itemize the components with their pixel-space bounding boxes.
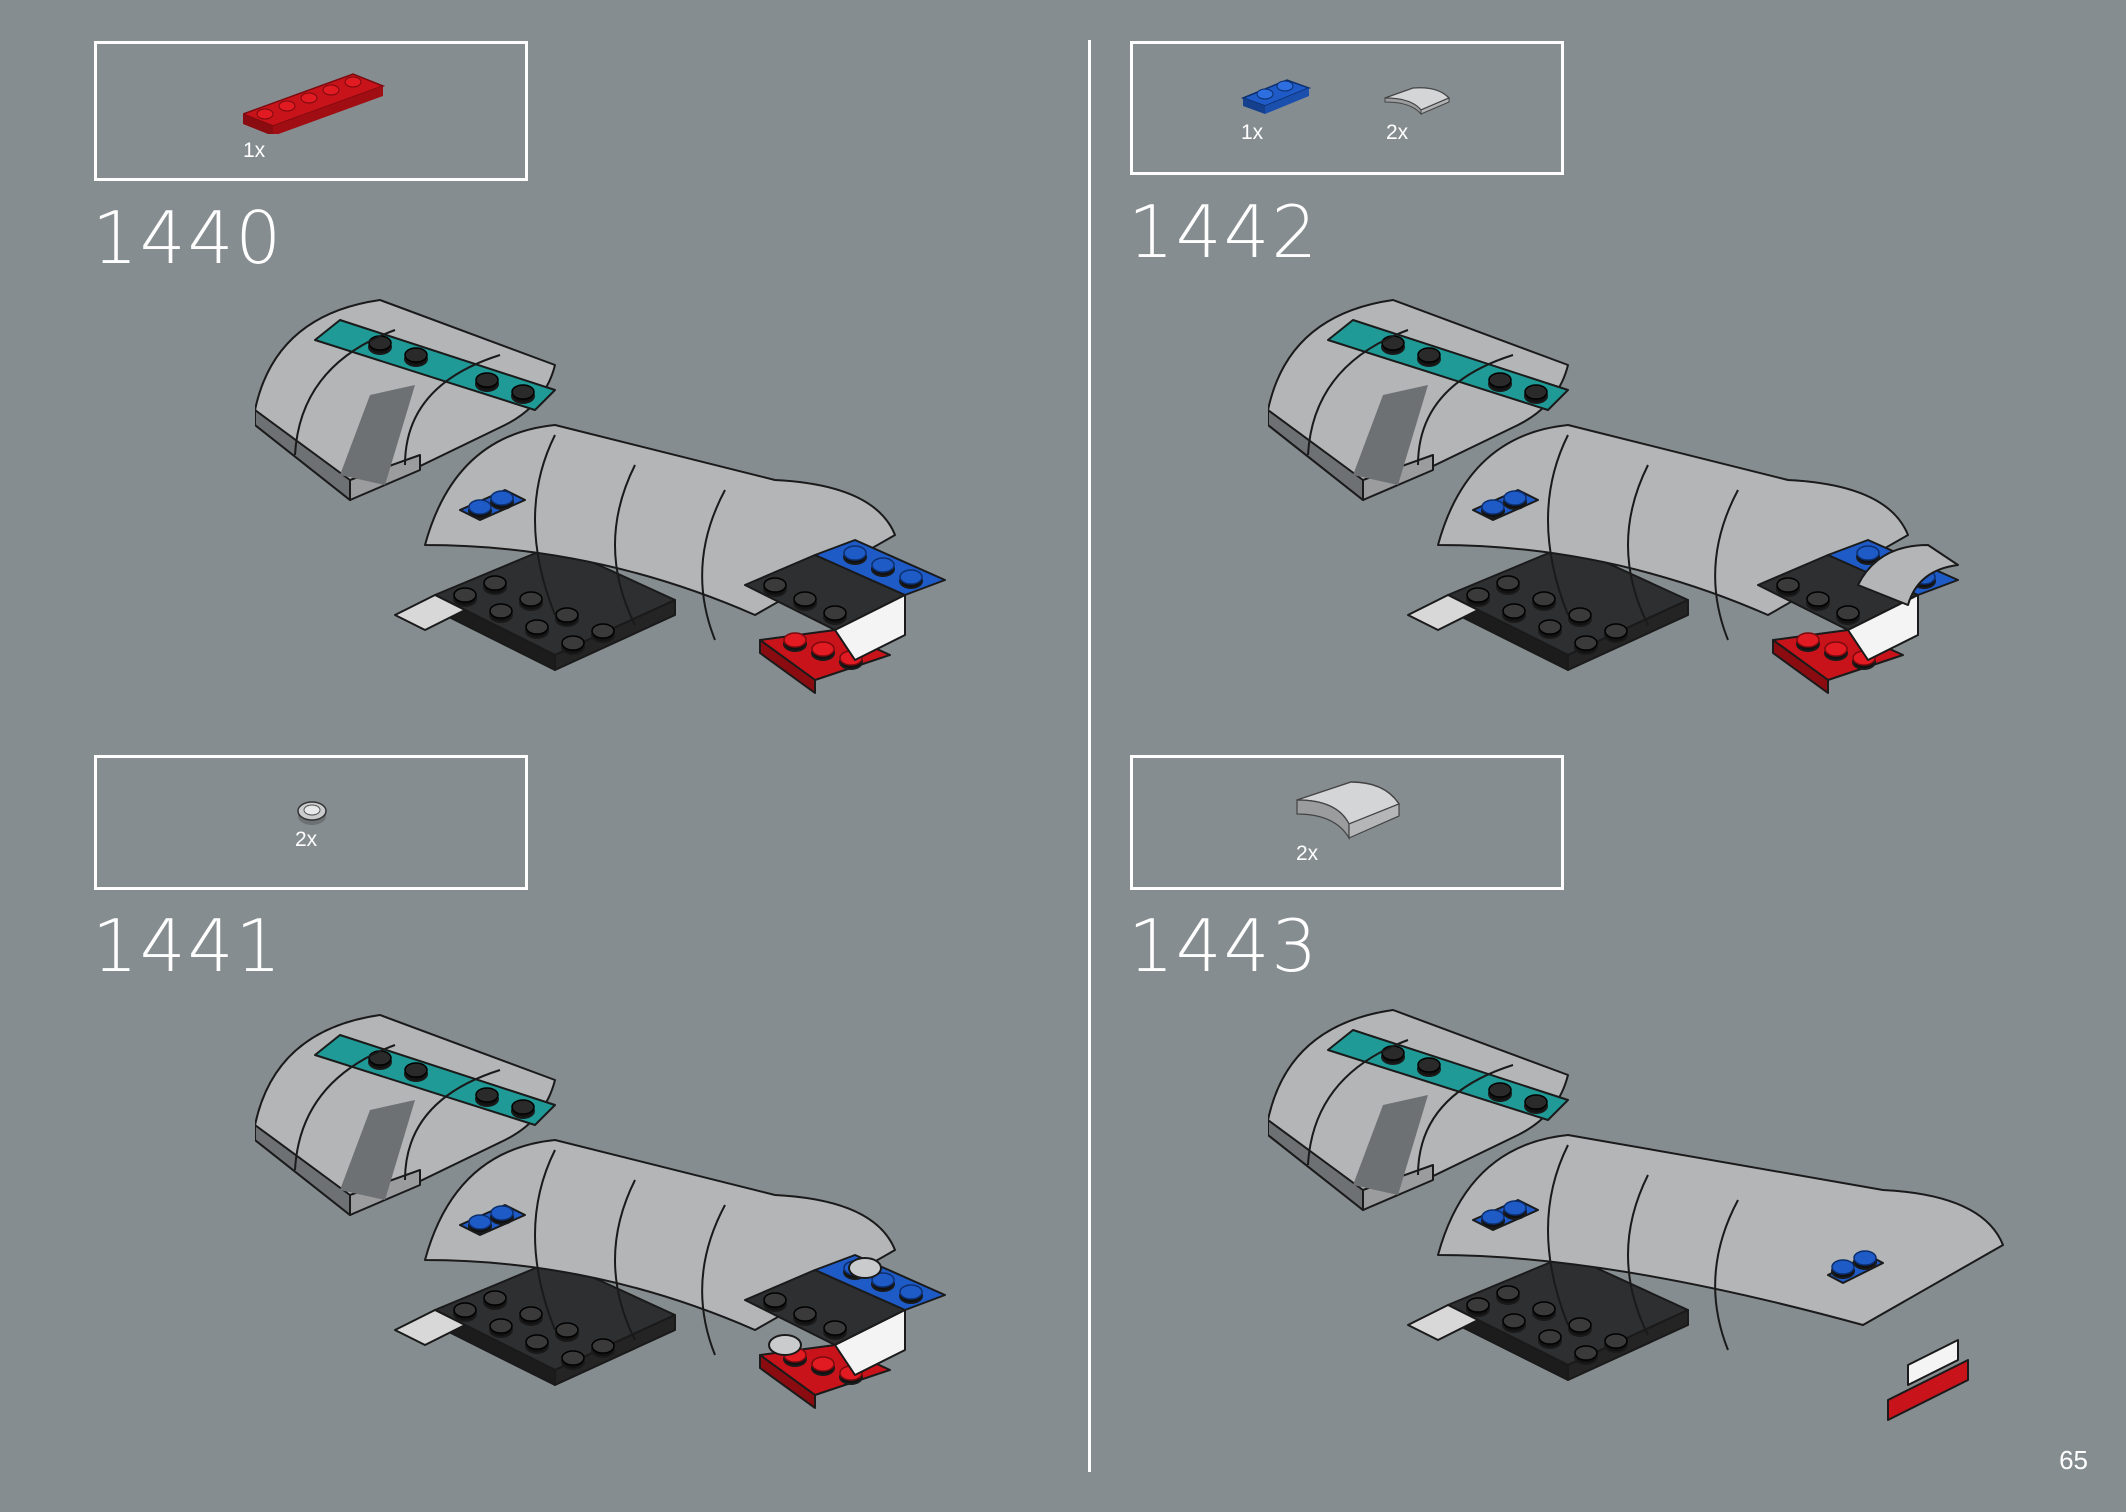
parts-callout-box: 2x bbox=[94, 755, 528, 890]
curved-slope-large-grey-icon bbox=[1293, 780, 1405, 842]
model-illustration bbox=[1267, 295, 2008, 715]
model-illustration bbox=[254, 1010, 995, 1430]
step-number: 1441 bbox=[92, 904, 284, 988]
part-quantity: 2x bbox=[295, 828, 318, 851]
curved-slope-grey-icon bbox=[1383, 84, 1453, 116]
parts-callout-box: 2x bbox=[1130, 755, 1564, 890]
ship-section-model bbox=[1267, 299, 1959, 694]
ship-section-model bbox=[254, 299, 946, 694]
blue-plate-1x2-icon bbox=[1241, 74, 1313, 116]
part-quantity: 2x bbox=[1386, 121, 1409, 144]
round-tile-1x1-icon bbox=[295, 798, 329, 828]
ship-section-model bbox=[254, 1014, 946, 1409]
red-plate-1x5-icon bbox=[243, 64, 393, 134]
part-quantity: 2x bbox=[1296, 842, 1319, 865]
column-divider bbox=[1088, 40, 1091, 1472]
step-number: 1440 bbox=[92, 196, 284, 280]
part-quantity: 1x bbox=[243, 139, 266, 162]
step-number: 1443 bbox=[1128, 904, 1320, 988]
ship-section-model bbox=[1267, 1009, 2004, 1421]
page-number: 65 bbox=[2059, 1445, 2088, 1475]
part-quantity: 1x bbox=[1241, 121, 1264, 144]
step-number: 1442 bbox=[1128, 190, 1320, 274]
parts-callout-box: 1x bbox=[94, 41, 528, 181]
parts-callout-box: 1x 2x bbox=[1130, 41, 1564, 175]
model-illustration bbox=[254, 295, 995, 715]
model-illustration bbox=[1267, 1005, 2008, 1425]
